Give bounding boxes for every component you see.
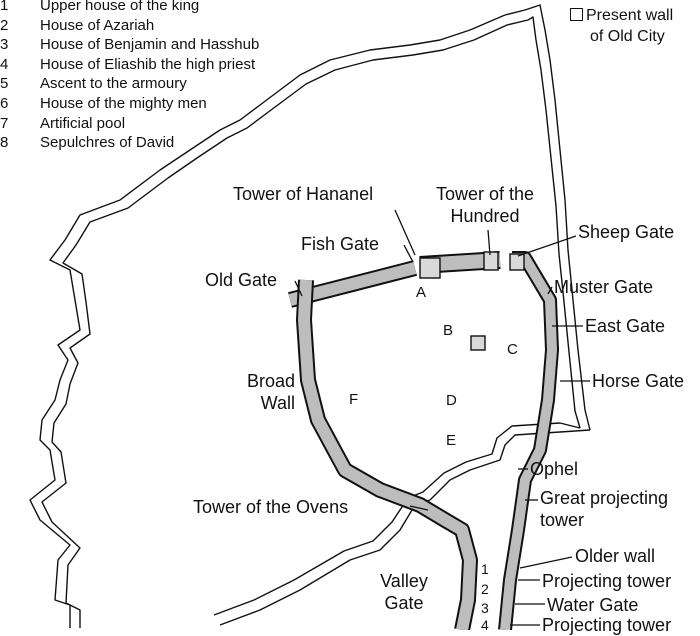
label-projecting-tower-2: Projecting tower	[542, 615, 672, 635]
wall-number-4: 4	[481, 617, 489, 633]
wall-number-3: 3	[481, 600, 489, 616]
legend-label: House of the mighty men	[40, 94, 207, 112]
label-tower-hundred: Tower of the Hundred	[420, 183, 550, 227]
label-pointers	[294, 209, 590, 626]
legend-number: 5	[0, 75, 9, 93]
area-letter-e: E	[446, 432, 457, 449]
label-sheep-gate: Sheep Gate	[578, 222, 675, 242]
label-broad-wall-line1: Broad	[246, 371, 295, 391]
label-muster-gate: Muster Gate	[554, 277, 654, 297]
legend-item: 8 Sepulchres of David	[0, 133, 259, 153]
label-broad-wall-line2: Wall	[260, 393, 295, 413]
label-great-projecting-tower: Great projecting tower	[540, 487, 668, 531]
label-tower-hundred-line1: Tower of the	[435, 184, 535, 204]
present-wall-key: Present wall of Old City	[570, 5, 673, 47]
label-water-gate: Water Gate	[547, 595, 639, 615]
legend-number: 7	[0, 114, 9, 132]
present-wall-label-2: of Old City	[590, 28, 665, 45]
legend-label: House of Benjamin and Hasshub	[40, 36, 260, 54]
legend-number: 8	[0, 134, 9, 152]
label-valley-gate: Valley Gate	[372, 570, 436, 614]
label-broad-wall: Broad Wall	[221, 370, 295, 414]
tower-markers	[419, 251, 525, 351]
label-east-gate: East Gate	[585, 316, 666, 336]
area-letter-b: B	[443, 322, 454, 339]
area-letter-a: A	[416, 284, 427, 301]
present-wall-label: Present wall	[586, 7, 674, 24]
tower-hananel-marker	[419, 257, 441, 279]
legend-label: Artificial pool	[40, 114, 126, 132]
legend-number: 1	[0, 0, 9, 14]
legend-number: 4	[0, 55, 9, 73]
legend-item: 3 House of Benjamin and Hasshub	[0, 35, 259, 55]
legend-number: 2	[0, 16, 9, 34]
label-great-projecting-line1: Great projecting	[540, 488, 669, 508]
label-older-wall: Older wall	[575, 546, 656, 566]
legend-item: 5 Ascent to the armoury	[0, 74, 259, 94]
label-tower-ovens: Tower of the Ovens	[193, 497, 349, 517]
legend-label: Ascent to the armoury	[40, 75, 187, 93]
ancient-wall	[288, 251, 559, 630]
label-tower-hananel: Tower of Hananel	[233, 184, 374, 204]
legend-label: Upper house of the king	[40, 0, 200, 14]
temple-building	[470, 335, 486, 351]
wall-number-1: 1	[481, 561, 489, 577]
legend-label: House of Eliashib the high priest	[40, 55, 256, 73]
label-projecting-tower: Projecting tower	[542, 571, 672, 591]
tower-hundred-marker	[483, 251, 499, 271]
legend-item: 7 Artificial pool	[0, 114, 259, 134]
legend-item: 6 House of the mighty men	[0, 94, 259, 114]
sheep-gate-marker	[509, 253, 525, 271]
legend-label: Sepulchres of David	[40, 134, 175, 152]
present-wall-swatch	[570, 8, 583, 21]
area-letter-d: D	[446, 392, 457, 409]
legend-number: 6	[0, 94, 9, 112]
label-old-gate: Old Gate	[205, 270, 278, 290]
area-letter-f: F	[349, 391, 359, 408]
legend-item: 4 House of Eliashib the high priest	[0, 55, 259, 75]
map-legend: 1 Upper house of the king 2 House of Azari…	[0, 0, 259, 153]
legend-item: 1 Upper house of the king	[0, 0, 259, 16]
label-tower-hundred-line2: Hundred	[450, 206, 520, 226]
label-fish-gate: Fish Gate	[301, 234, 380, 254]
label-great-projecting-line2: tower	[540, 510, 585, 530]
area-letter-c: C	[507, 341, 518, 358]
present-old-city-wall	[29, 4, 591, 628]
legend-label: House of Azariah	[40, 16, 155, 34]
legend-number: 3	[0, 36, 9, 54]
label-ophel: Ophel	[530, 459, 579, 479]
wall-number-2: 2	[481, 581, 489, 597]
label-valley-gate-line2: Gate	[384, 593, 424, 613]
legend-item: 2 House of Azariah	[0, 16, 259, 36]
label-valley-gate-line1: Valley	[380, 571, 428, 591]
label-horse-gate: Horse Gate	[592, 371, 685, 391]
